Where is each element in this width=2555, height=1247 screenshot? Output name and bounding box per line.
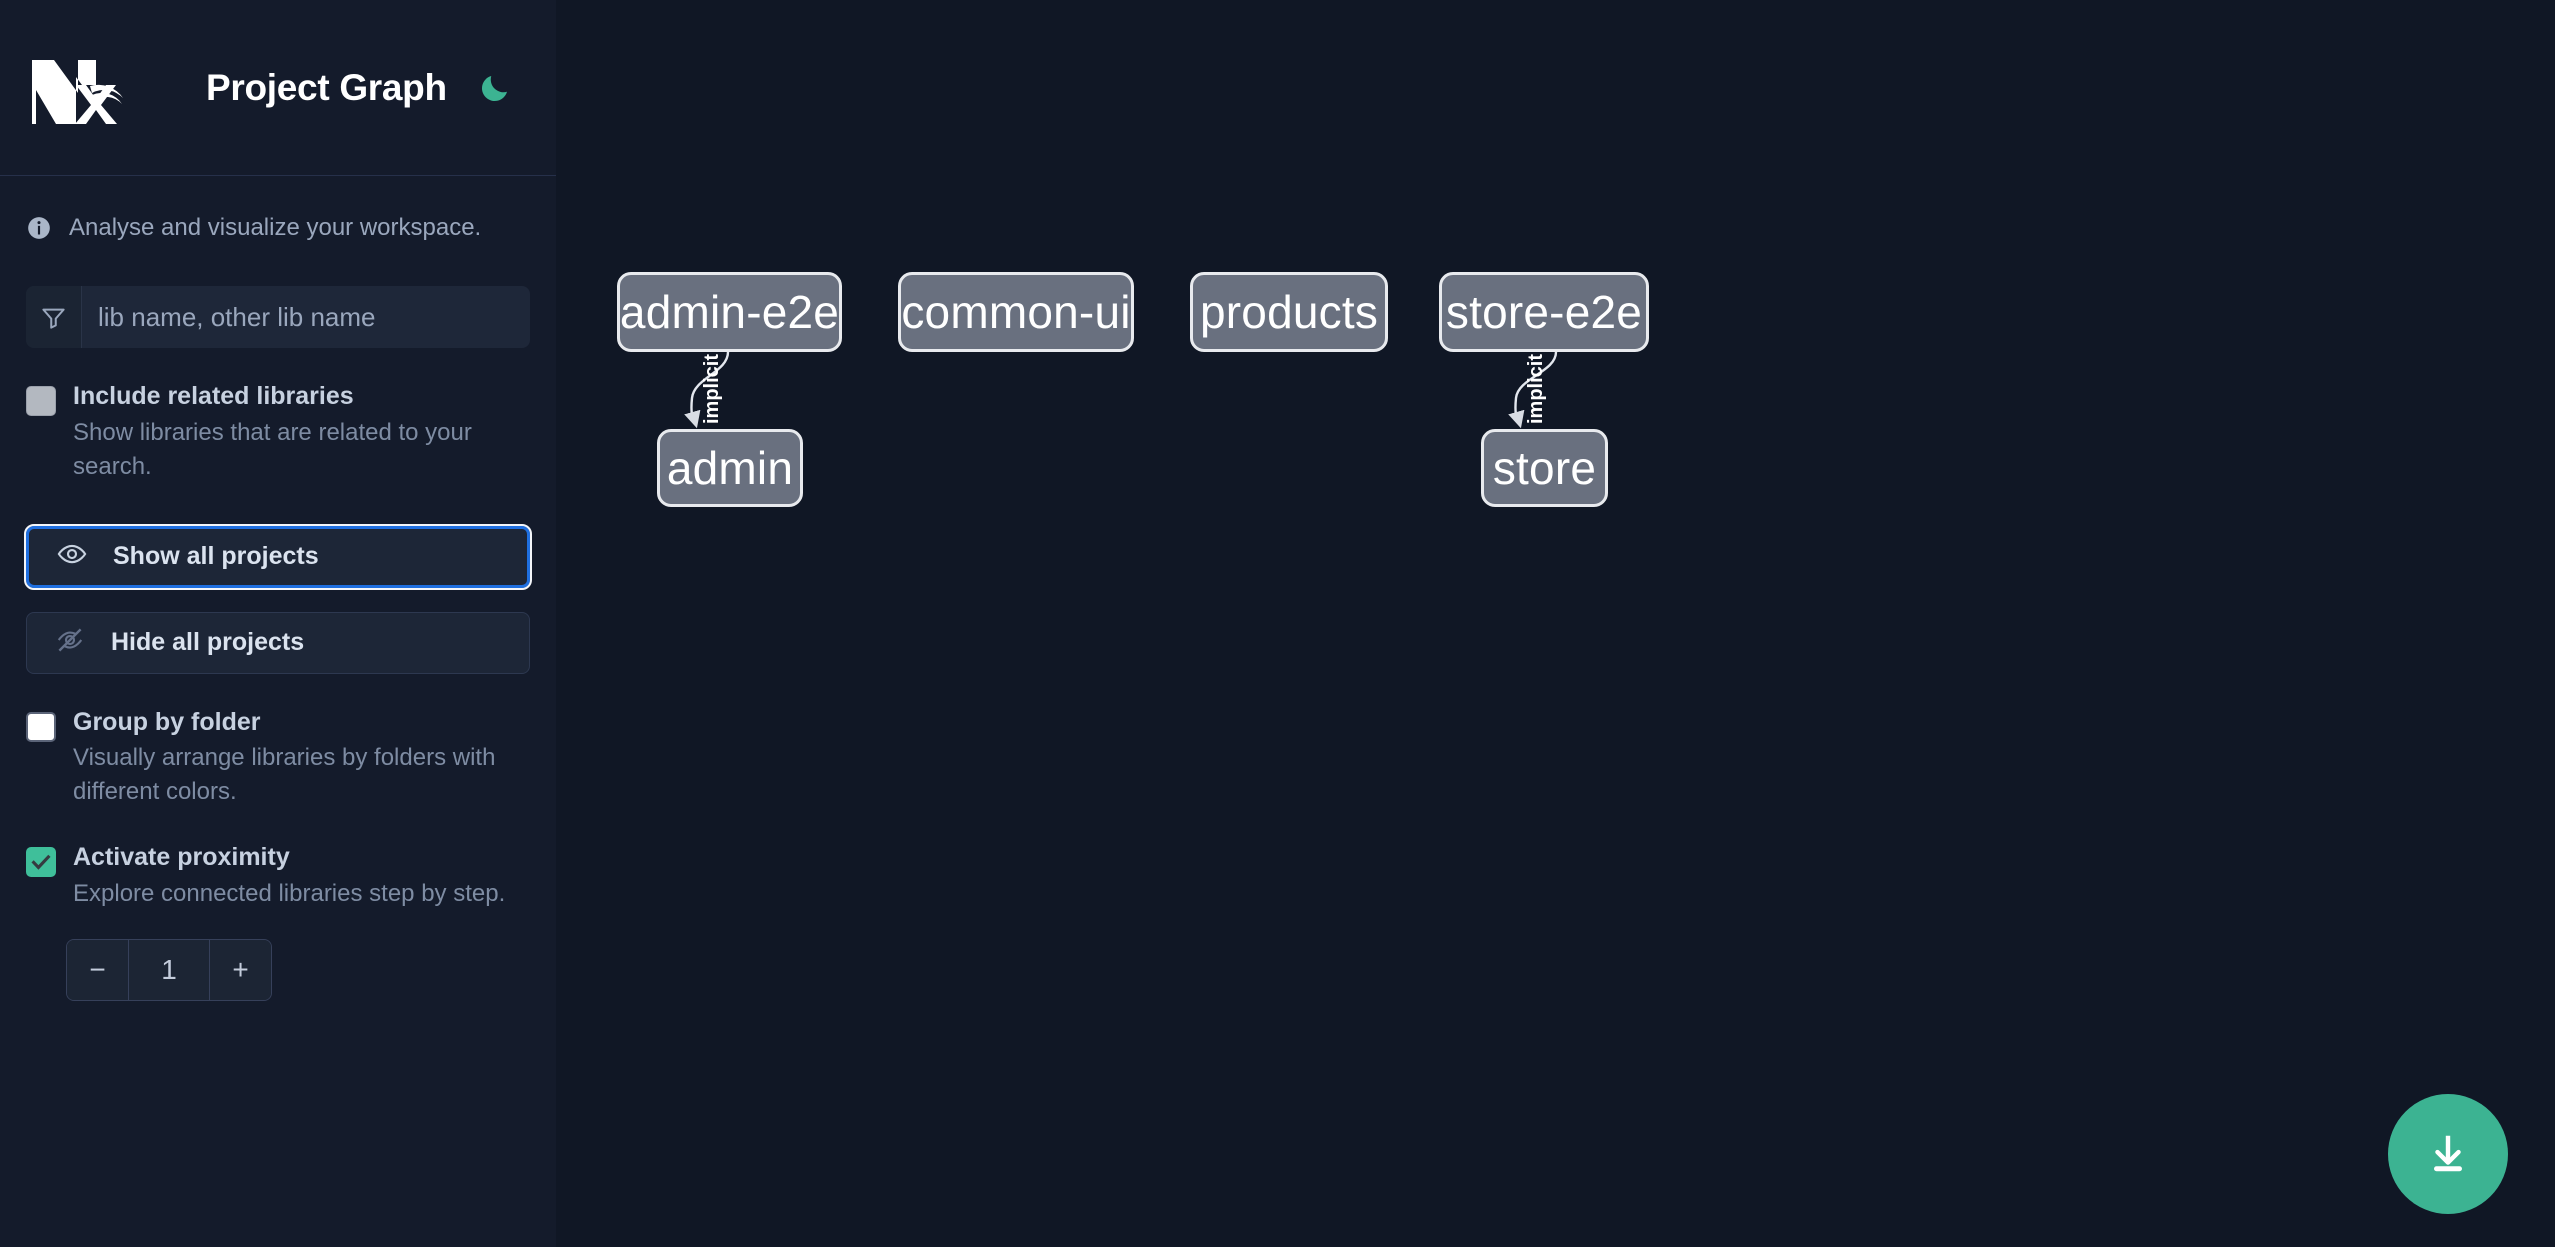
checkbox-group-by-folder[interactable] (26, 711, 56, 742)
stepper-increment-button[interactable]: + (209, 939, 271, 1000)
sidebar: Project Graph Analyse and visualize your… (0, 0, 573, 1247)
page-title: Project Graph (206, 66, 447, 108)
option-group-by-folder[interactable]: Group by folder Visually arrange librari… (26, 674, 530, 810)
graph-node-products[interactable]: products (1190, 272, 1388, 352)
graph-node-store-e2e[interactable]: store-e2e (1439, 272, 1649, 352)
graph-node-store[interactable]: store (1481, 429, 1608, 507)
filter-icon (26, 286, 82, 348)
sidebar-header: Project Graph (0, 0, 556, 176)
moon-icon[interactable] (477, 70, 513, 106)
show-all-projects-label: Show all projects (113, 542, 319, 571)
eye-icon (57, 539, 87, 574)
option-title: Include related libraries (73, 382, 354, 410)
graph-edges (684, 351, 1558, 429)
filter-bar[interactable] (26, 286, 530, 348)
download-graph-button[interactable] (2388, 1094, 2508, 1214)
workspace-tagline: Analyse and visualize your workspace. (0, 176, 556, 242)
option-activate-proximity[interactable]: Activate proximity Explore connected lib… (26, 809, 530, 911)
nx-logo (26, 52, 126, 124)
option-title: Group by folder (73, 707, 261, 736)
hide-all-projects-label: Hide all projects (111, 628, 305, 657)
hide-all-projects-button[interactable]: Hide all projects (26, 611, 530, 674)
option-include-related-libraries[interactable]: Include related libraries Show libraries… (26, 348, 530, 484)
download-icon (2425, 1130, 2471, 1179)
option-description: Show libraries that are related to your … (73, 418, 472, 480)
eye-off-icon (55, 625, 85, 660)
show-all-projects-button[interactable]: Show all projects (24, 523, 532, 590)
option-title: Activate proximity (73, 843, 290, 872)
stepper-value: 1 (129, 939, 209, 1000)
option-description: Visually arrange libraries by folders wi… (73, 744, 496, 806)
edge-label-implicit: implicit (1525, 353, 1547, 424)
search-input[interactable] (82, 286, 530, 348)
tagline-text: Analyse and visualize your workspace. (69, 214, 482, 241)
info-icon (26, 215, 52, 241)
stepper-decrement-button[interactable]: − (67, 939, 129, 1000)
checkbox-activate-proximity[interactable] (26, 847, 56, 878)
proximity-stepper[interactable]: − 1 + (66, 938, 272, 1001)
project-graph-canvas[interactable]: implicit implicit admin-e2e admin common… (556, 0, 2555, 1247)
option-description: Explore connected libraries step by step… (73, 879, 506, 907)
graph-node-admin-e2e[interactable]: admin-e2e (617, 272, 842, 352)
graph-node-common-ui[interactable]: common-ui (898, 272, 1134, 352)
graph-node-admin[interactable]: admin (657, 429, 803, 507)
edge-label-implicit: implicit (701, 353, 723, 424)
checkbox-include-related-libraries[interactable] (26, 386, 56, 416)
